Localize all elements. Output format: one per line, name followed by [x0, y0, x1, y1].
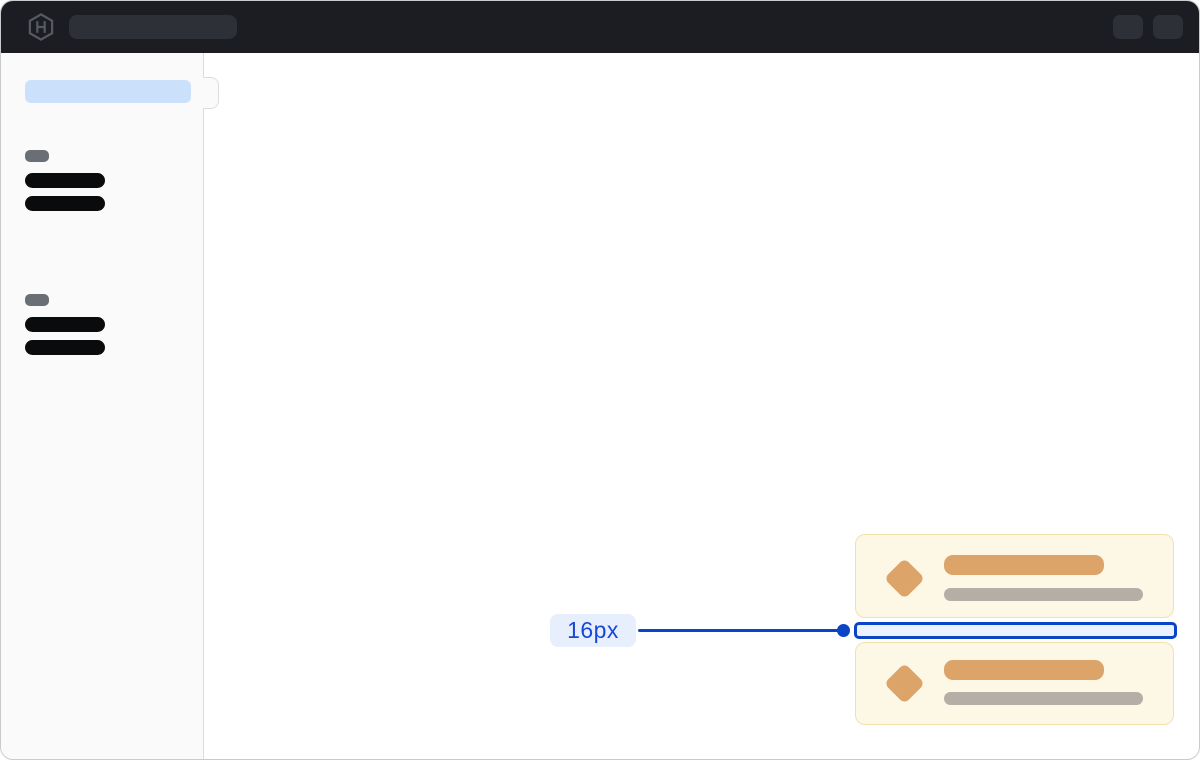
sidebar — [1, 53, 204, 759]
diamond-icon — [883, 662, 926, 705]
example-card — [855, 642, 1174, 725]
sidebar-section-label — [25, 294, 49, 306]
spacing-value-label: 16px — [550, 614, 636, 647]
help-button[interactable] — [1113, 15, 1143, 39]
sidebar-item[interactable] — [25, 173, 105, 188]
sidebar-item[interactable] — [25, 340, 105, 355]
sidebar-active-item[interactable] — [25, 80, 191, 103]
card-subtitle-placeholder — [944, 588, 1143, 601]
sidebar-section-label — [25, 150, 49, 162]
card-title-placeholder — [944, 555, 1104, 575]
hashicorp-logo-icon — [28, 13, 54, 41]
card-title-placeholder — [944, 660, 1104, 680]
annotation-line — [638, 629, 843, 632]
sidebar-item[interactable] — [25, 196, 105, 211]
user-menu-button[interactable] — [1153, 15, 1183, 39]
top-navigation-bar — [1, 1, 1199, 53]
example-card — [855, 534, 1174, 618]
diamond-icon — [883, 557, 926, 600]
sidebar-item[interactable] — [25, 317, 105, 332]
sidebar-collapse-tab[interactable] — [203, 77, 219, 109]
search-input[interactable] — [69, 15, 237, 39]
annotation-dot — [837, 624, 850, 637]
card-subtitle-placeholder — [944, 692, 1143, 705]
spacing-highlight-rect — [854, 622, 1177, 639]
